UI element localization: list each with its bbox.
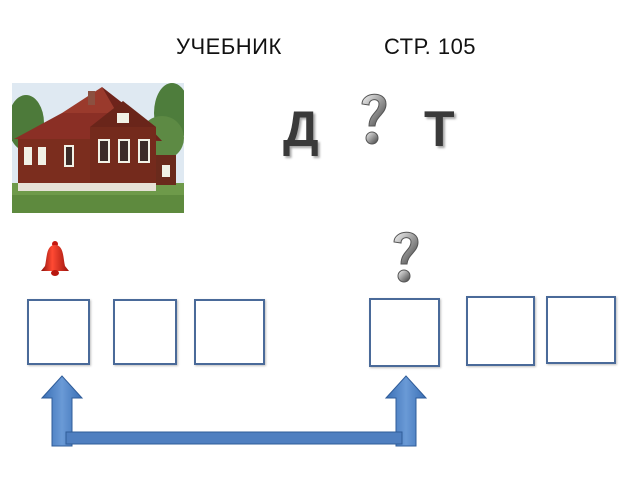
letter-box[interactable] [194, 299, 265, 365]
arrow-connector [40, 375, 428, 447]
letter-t: Т [424, 101, 455, 157]
letter-box[interactable] [113, 299, 177, 365]
letter-d: Д [283, 101, 319, 157]
textbook-label: УЧЕБНИК [176, 34, 282, 59]
house-image [12, 83, 184, 213]
letter-box[interactable] [466, 296, 535, 366]
question-mark-icon [361, 93, 387, 145]
question-mark-icon [393, 231, 419, 283]
letter-box[interactable] [546, 296, 616, 364]
page-number-label: СТР. 105 [384, 34, 477, 59]
letter-box[interactable] [27, 299, 90, 365]
letter-box[interactable] [369, 298, 440, 367]
bell-icon [41, 241, 69, 276]
